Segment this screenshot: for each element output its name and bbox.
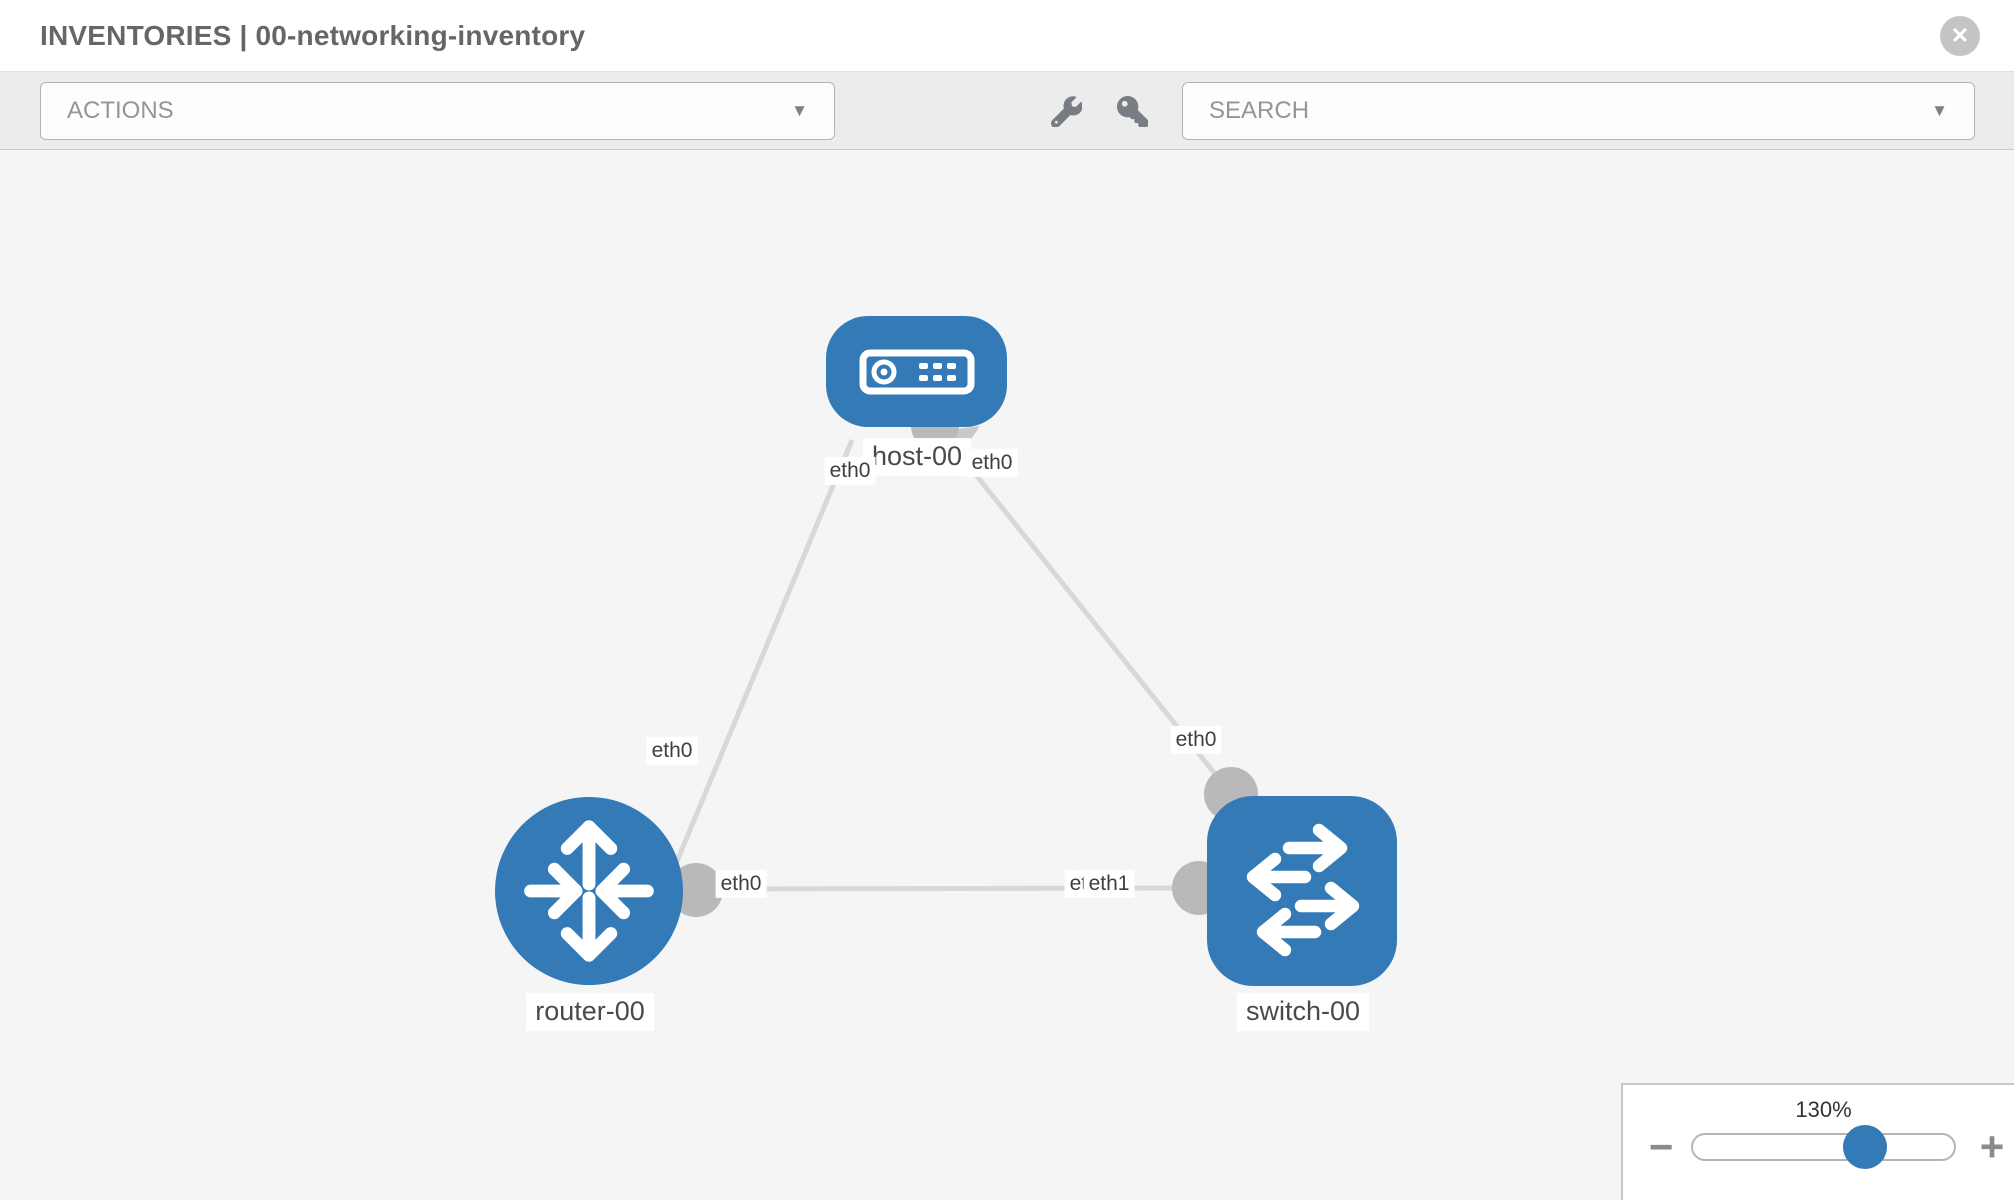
- actions-dropdown[interactable]: ACTIONS ▼: [40, 82, 835, 140]
- chevron-down-icon: ▼: [1931, 101, 1948, 120]
- plus-icon: +: [1979, 1123, 2005, 1170]
- credentials-button[interactable]: [1106, 85, 1158, 137]
- node-switch-00[interactable]: [1207, 796, 1397, 986]
- iface-label-switch-eth0: eth0: [1170, 725, 1222, 755]
- topology-canvas[interactable]: host-00 router-00 switch-00 eth0 eth0 et…: [0, 150, 2014, 1200]
- node-label-host: host-00: [862, 438, 972, 476]
- iface-label-host-eth0-right: eth0: [966, 448, 1018, 478]
- key-icon: [1116, 95, 1148, 127]
- zoom-panel: 130% − +: [1621, 1083, 2014, 1200]
- zoom-in-button[interactable]: +: [1968, 1126, 2014, 1168]
- actions-dropdown-label: ACTIONS: [67, 97, 174, 124]
- panel-header: INVENTORIES | 00-networking-inventory ✕: [0, 0, 2014, 72]
- switch-icon: [1246, 823, 1360, 957]
- close-button[interactable]: ✕: [1940, 15, 1980, 56]
- search-dropdown-label: SEARCH: [1209, 97, 1310, 124]
- zoom-level-readout: 130%: [1795, 1097, 1852, 1122]
- minus-icon: −: [1648, 1123, 1674, 1170]
- port-router-eth0: [669, 863, 723, 917]
- page-title: INVENTORIES | 00-networking-inventory: [40, 19, 586, 51]
- topology-links-layer: [633, 402, 1258, 961]
- node-router-00[interactable]: [495, 797, 683, 985]
- zoom-out-button[interactable]: −: [1643, 1126, 1679, 1168]
- toolbar: ACTIONS ▼ SEARCH ▼: [0, 72, 2014, 150]
- node-label-router: router-00: [526, 993, 654, 1031]
- iface-label-switch-eth1: eth1: [1083, 869, 1135, 899]
- wrench-icon: [1050, 95, 1082, 127]
- close-icon: ✕: [1950, 22, 1970, 48]
- tools-button[interactable]: [1040, 85, 1092, 137]
- iface-label-router-eth0: eth0: [715, 869, 767, 899]
- chevron-down-icon: ▼: [791, 101, 808, 120]
- iface-label-router-eth0-uplink: eth0: [646, 736, 698, 766]
- search-dropdown[interactable]: SEARCH ▼: [1182, 82, 1975, 140]
- zoom-slider[interactable]: [1691, 1125, 1956, 1169]
- node-label-switch: switch-00: [1236, 993, 1370, 1031]
- node-host-00[interactable]: [826, 316, 1007, 427]
- zoom-slider-thumb[interactable]: [1843, 1125, 1888, 1169]
- router-icon: [524, 820, 654, 962]
- host-icon: [859, 349, 974, 394]
- iface-label-host-eth0-left: eth0: [824, 456, 876, 486]
